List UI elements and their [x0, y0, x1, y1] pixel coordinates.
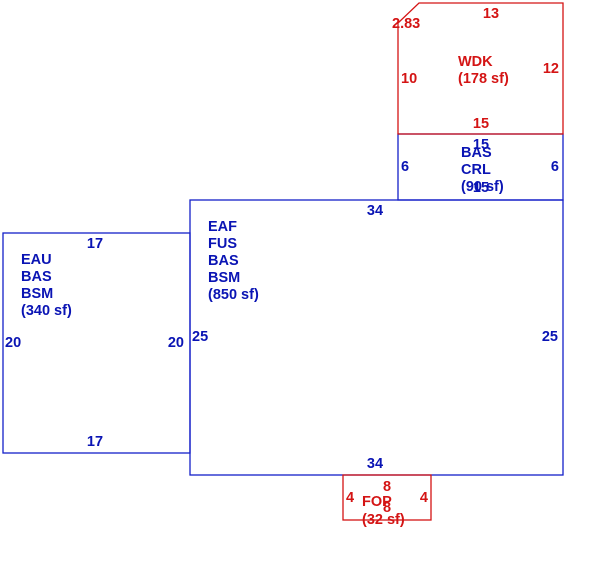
- fop-outline: [342, 474, 432, 521]
- fop-dim-top: 8: [383, 479, 391, 495]
- eau-code-3: BSM: [21, 286, 53, 302]
- fop-dim-bottom: 8: [383, 500, 391, 516]
- eaf-code-4: BSM: [208, 270, 240, 286]
- eaf-code-1: EAF: [208, 219, 237, 235]
- fop-code: FOP: [362, 494, 392, 510]
- crl-dim-top: 15: [473, 137, 489, 153]
- eau-dim-left: 20: [5, 335, 21, 351]
- wdk-code: WDK: [458, 54, 493, 70]
- eau-code-1: EAU: [21, 252, 52, 268]
- fop-dim-right: 4: [420, 490, 428, 506]
- eaf-code-3: BAS: [208, 253, 239, 269]
- eau-code-2: BAS: [21, 269, 52, 285]
- eaf-area: (850 sf): [208, 287, 259, 303]
- crl-code-2: CRL: [461, 162, 491, 178]
- crl-code-1: BAS: [461, 145, 492, 161]
- crl-dim-bottom: 15: [473, 180, 489, 196]
- eau-dim-bottom: 17: [87, 434, 103, 450]
- eaf-dim-top: 34: [367, 203, 383, 219]
- wdk-dim-left: 10: [401, 71, 417, 87]
- wdk-dim-top: 13: [483, 6, 499, 22]
- eau-area: (340 sf): [21, 303, 72, 319]
- eau-dim-top: 17: [87, 236, 103, 252]
- crl-dim-left: 6: [401, 159, 409, 175]
- crl-area: (90 sf): [461, 179, 504, 195]
- eaf-outline: [189, 199, 564, 476]
- eau-dim-right: 20: [168, 335, 184, 351]
- eaf-dim-left: 25: [192, 329, 208, 345]
- eaf-dim-right: 25: [542, 329, 558, 345]
- wdk-outline: [397, 2, 564, 135]
- wdk-dim-corner: 2.83: [392, 16, 420, 32]
- wdk-dim-right: 12: [543, 61, 559, 77]
- fop-dim-left: 4: [346, 490, 354, 506]
- eaf-code-2: FUS: [208, 236, 237, 252]
- wdk-dim-bottom: 15: [473, 116, 489, 132]
- wdk-area: (178 sf): [458, 71, 509, 87]
- eaf-dim-bottom: 34: [367, 456, 383, 472]
- crl-dim-right: 6: [551, 159, 559, 175]
- fop-area: (32 sf): [362, 512, 405, 528]
